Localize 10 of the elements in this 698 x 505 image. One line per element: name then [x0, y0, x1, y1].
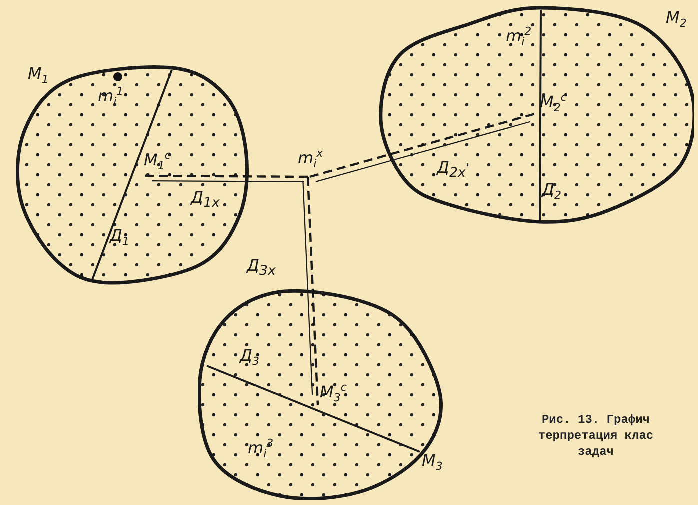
cluster-name: M$_{3}$ — [422, 453, 443, 472]
diameter-label: Д$_{3}$ — [240, 348, 260, 368]
dashed-connector — [142, 174, 308, 178]
cluster-region — [198, 288, 446, 500]
cluster-name: M$_{1}$ — [28, 66, 49, 86]
dashed-connector — [306, 176, 320, 406]
figure-caption: Рис. 13. Графич терпретация клас задач — [537, 412, 655, 460]
diameter-label: Д$_{2}$ — [542, 182, 562, 202]
cluster-name: M$_{2}$ — [666, 10, 687, 30]
diameter-label: Д$_{1}$ — [110, 228, 130, 248]
